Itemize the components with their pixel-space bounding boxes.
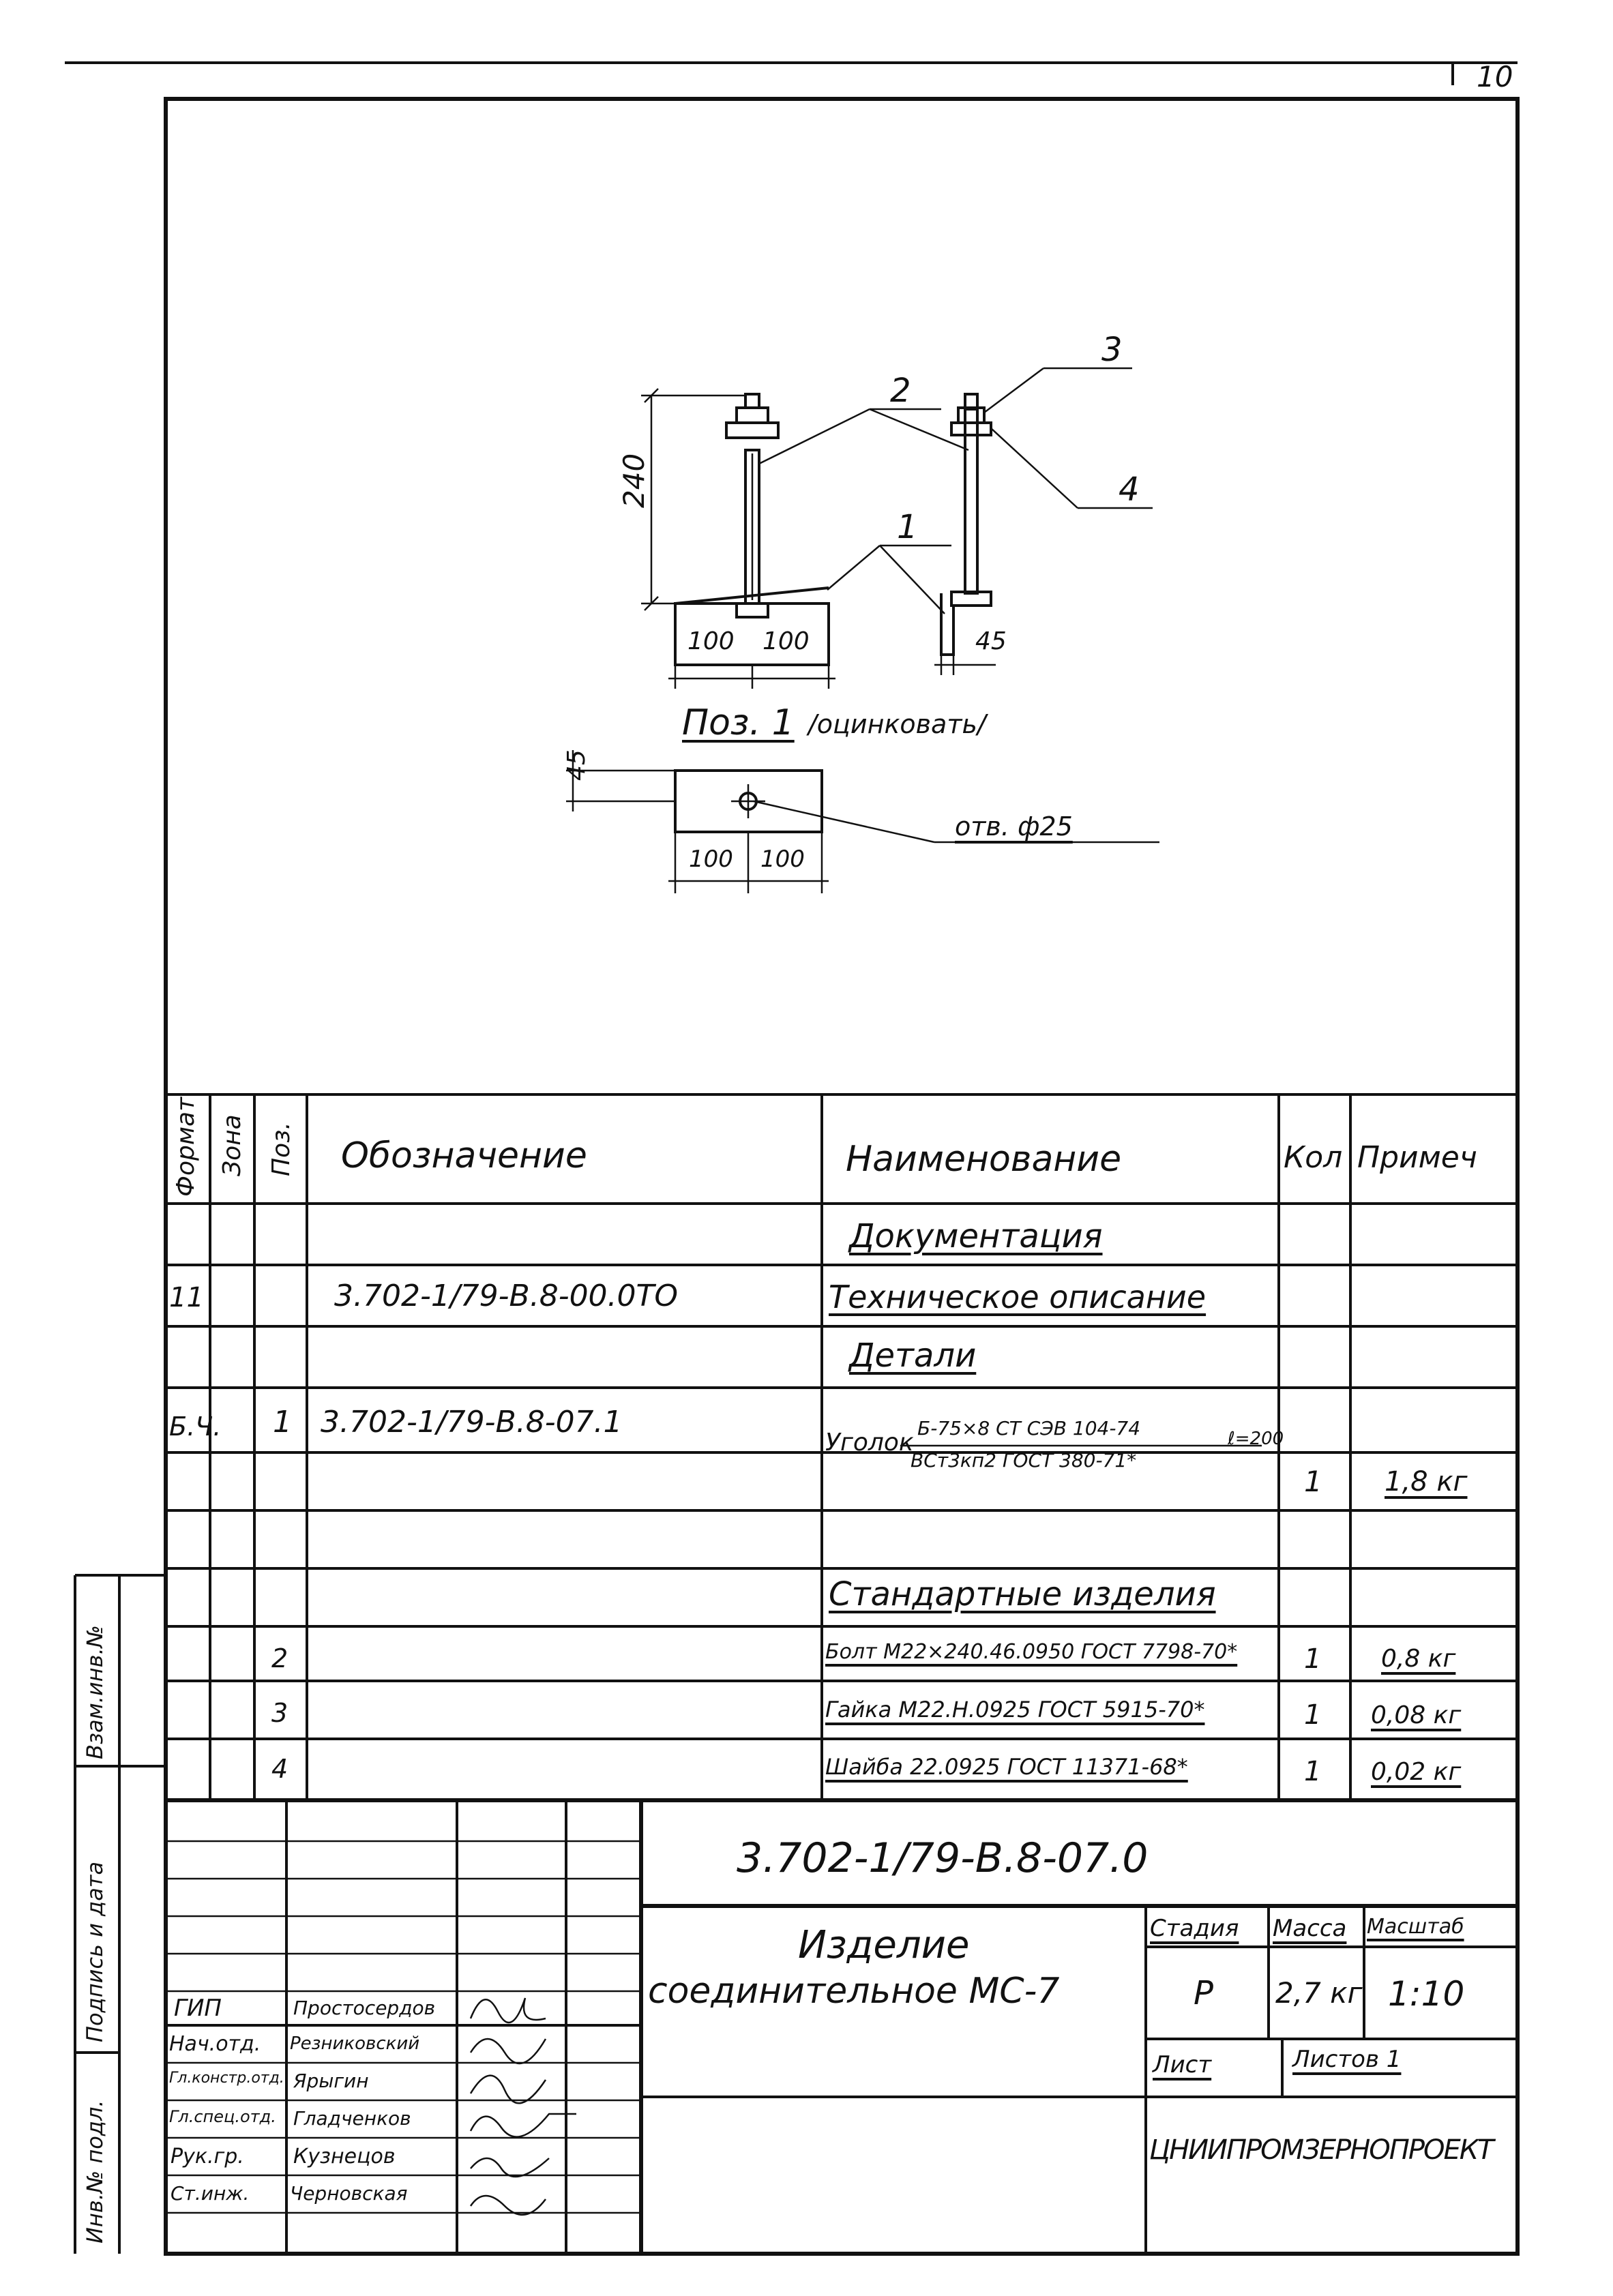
row-qty-1: 1 — [1304, 1465, 1322, 1498]
detail-note: /оцинковать/ — [808, 709, 986, 739]
callout-2: 2 — [890, 372, 911, 410]
row-note-1-8: 1,8 кг — [1385, 1466, 1468, 1497]
row-qty-washer: 1 — [1304, 1756, 1322, 1787]
sheets-label: Листов 1 — [1292, 2046, 1402, 2073]
mass-label: Масса — [1273, 1915, 1347, 1942]
section-standard-items: Стандартные изделия — [829, 1575, 1216, 1613]
row-pos-2: 2 — [271, 1643, 288, 1673]
title-line2: соединительное МС-7 — [648, 1971, 1060, 2012]
signature-scribble — [469, 1997, 546, 2024]
row-name-washer: Шайба 22.0925 ГОСТ 11371-68* — [825, 1754, 1188, 1780]
signer-name-2: Резниковский — [290, 2033, 420, 2054]
row-qty-bolt: 1 — [1304, 1643, 1322, 1675]
row-qty-nut: 1 — [1304, 1699, 1322, 1731]
row-format-11: 11 — [169, 1282, 204, 1313]
detail-dim-45: 45 — [563, 749, 591, 781]
doc-number: 3.702-1/79-В.8-07.0 — [737, 1834, 1149, 1882]
hole-label: отв. ф25 — [955, 811, 1073, 841]
scale-label: Масштаб — [1367, 1915, 1464, 1939]
signer-name-1: Простосердов — [293, 1997, 436, 2019]
row-name-bolt: Болт М22×240.46.0950 ГОСТ 7798-70* — [825, 1640, 1238, 1664]
row-name-nut: Гайка М22.Н.0925 ГОСТ 5915-70* — [825, 1697, 1205, 1723]
detail-dim-a: 100 — [689, 846, 733, 873]
stage-label: Стадия — [1150, 1915, 1239, 1942]
row-format-bch: Б.Ч. — [169, 1412, 222, 1442]
header-format: Формат — [172, 1097, 200, 1197]
row-name-length: ℓ=200 — [1228, 1429, 1284, 1449]
signer-name-4: Гладченков — [293, 2107, 411, 2130]
signer-name-6: Черновская — [290, 2182, 408, 2205]
detail-dim-b: 100 — [760, 846, 805, 873]
header-qty: Кол — [1284, 1140, 1343, 1175]
dim-height-240: 240 — [617, 453, 651, 508]
signer-role-2: Нач.отд. — [169, 2032, 261, 2056]
row-name-ugolok: Уголок — [825, 1429, 914, 1457]
header-pos: Поз. — [267, 1122, 295, 1176]
signer-role-3: Гл.констр.отд. — [169, 2070, 284, 2087]
title-line1: Изделие — [798, 1923, 970, 1967]
row-designation-07-1: 3.702-1/79-В.8-07.1 — [321, 1405, 623, 1440]
dim-left-a: 100 — [687, 627, 735, 655]
callout-4: 4 — [1119, 471, 1140, 509]
header-designation: Обозначение — [341, 1135, 587, 1176]
side-replace-inv: Взам.инв.№ — [82, 1625, 108, 1759]
sheet-label: Лист — [1153, 2051, 1212, 2078]
row-note-bolt: 0,8 кг — [1381, 1645, 1456, 1673]
scale-value: 1:10 — [1388, 1974, 1465, 2014]
organization: ЦНИИПРОМЗЕРНОПРОЕКТ — [1149, 2134, 1494, 2166]
dim-left-b: 100 — [763, 627, 810, 655]
side-sign-date: Подпись и дата — [82, 1861, 108, 2042]
section-documentation: Документация — [849, 1217, 1103, 1255]
side-inv-sub: Инв.№ подл. — [82, 2100, 108, 2243]
row-designation-to: 3.702-1/79-В.8-00.0ТО — [334, 1279, 679, 1313]
header-note: Примеч — [1357, 1140, 1477, 1175]
row-pos-3: 3 — [271, 1698, 288, 1728]
section-details: Детали — [849, 1337, 977, 1375]
row-pos-1: 1 — [273, 1405, 292, 1440]
mass-value: 2,7 кг — [1275, 1976, 1363, 2010]
signer-role-1: ГИП — [174, 1995, 222, 2022]
row-pos-4: 4 — [271, 1754, 288, 1784]
row-name-tech-desc: Техническое описание — [829, 1279, 1207, 1315]
stage-value: Р — [1194, 1974, 1213, 2012]
callout-3: 3 — [1101, 331, 1123, 369]
row-name-frac-bottom: ВСт3кп2 ГОСТ 380-71* — [911, 1449, 1137, 1472]
signer-name-5: Кузнецов — [293, 2145, 396, 2168]
row-note-nut: 0,08 кг — [1371, 1701, 1462, 1729]
signer-name-3: Ярыгин — [293, 2070, 369, 2092]
signer-role-5: Рук.гр. — [171, 2145, 244, 2168]
header-name: Наименование — [846, 1139, 1122, 1180]
callout-1: 1 — [897, 508, 918, 546]
signer-role-6: Ст.инж. — [171, 2182, 250, 2205]
dim-side-45: 45 — [975, 627, 1007, 655]
header-zone: Зона — [218, 1114, 246, 1176]
sheet-number: 10 — [1477, 60, 1513, 93]
signer-role-4: Гл.спец.отд. — [169, 2107, 276, 2126]
row-name-frac-top: Б-75×8 СТ СЭВ 104-74 — [917, 1417, 1141, 1440]
row-note-washer: 0,02 кг — [1371, 1758, 1462, 1786]
detail-title: Поз. 1 — [682, 702, 795, 743]
